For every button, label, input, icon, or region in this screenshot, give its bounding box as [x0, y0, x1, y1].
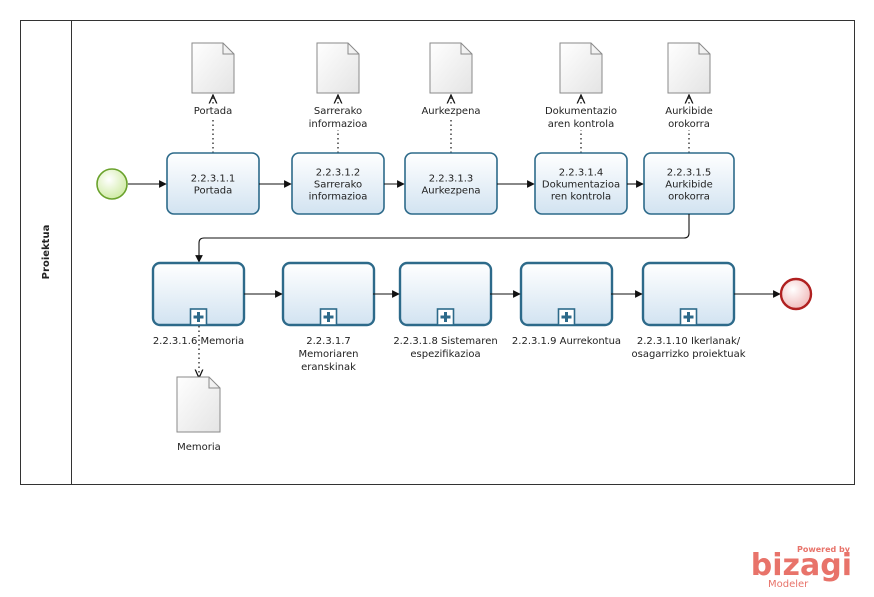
bizagi-logo: Powered by bizagi Modeler — [751, 545, 852, 590]
pool: Proiektua — [20, 20, 855, 485]
document-label: Aurkibide — [665, 106, 713, 117]
document-label: Portada — [194, 106, 232, 117]
label-background — [411, 104, 491, 117]
label-background — [298, 104, 378, 117]
expand-marker-icon[interactable] — [189, 308, 208, 326]
document-shape — [191, 42, 235, 94]
sequence-flows-top — [128, 180, 690, 263]
expand-marker-icon[interactable] — [436, 308, 455, 326]
document-fold — [347, 43, 359, 55]
task-label: Sarrerako — [314, 180, 362, 191]
document-label: Sarrerako — [314, 106, 362, 117]
document-label: Aurkezpena — [421, 106, 480, 117]
task-label: Dokumentazioa — [542, 180, 620, 191]
label-background — [173, 104, 253, 117]
subprocess-label: Memoriaren — [298, 349, 358, 360]
document-shape — [429, 42, 473, 94]
document-memoria[interactable] — [176, 376, 221, 433]
document-shape — [316, 42, 360, 94]
powered-by-text: Powered by — [797, 545, 851, 554]
end-event[interactable] — [779, 277, 813, 311]
expand-marker-icon[interactable] — [319, 308, 338, 326]
document-4[interactable]: Dokumentazio aren kontrola — [541, 42, 621, 153]
task-label: Aurkibide — [665, 180, 713, 191]
brand-product: Modeler — [768, 579, 809, 590]
task-label: ren kontrola — [551, 192, 611, 203]
top-documents: Portada Sarrerako informazioa Aurkezpena Dok… — [173, 42, 729, 153]
task-label: Aurkezpena — [421, 186, 480, 197]
task-label: 2.2.3.1.3 — [429, 174, 474, 185]
label-background — [541, 117, 621, 130]
brand-name: bizagi — [751, 548, 852, 583]
document-fold — [208, 377, 220, 389]
subprocess-label: eranskinak — [301, 362, 356, 373]
flow-task5-to-subprocess1[interactable] — [195, 214, 690, 263]
label-background — [649, 117, 729, 130]
subprocess-label: 2.2.3.1.10 Ikerlanak/ — [637, 336, 741, 347]
task-label: 2.2.3.1.5 — [667, 168, 712, 179]
label-background — [298, 117, 378, 130]
bottom-document-group: Memoria — [176, 326, 221, 453]
task-label: orokorra — [668, 192, 710, 203]
document-fold — [460, 43, 472, 55]
task-label: Portada — [194, 186, 232, 197]
document-shape — [559, 42, 603, 94]
document-label: Dokumentazio — [545, 106, 617, 117]
document-fold — [698, 43, 710, 55]
expand-marker-icon[interactable] — [679, 308, 698, 326]
document-memoria-label: Memoria — [177, 442, 221, 453]
subprocess-3[interactable]: 2.2.3.1.8 Sistemaren espezifikazioa — [393, 261, 498, 360]
document-3[interactable]: Aurkezpena — [411, 42, 491, 153]
subprocess-label: 2.2.3.1.7 — [306, 336, 351, 347]
subprocess-label: espezifikazioa — [410, 349, 480, 360]
label-background — [649, 104, 729, 117]
subprocess-5[interactable]: 2.2.3.1.10 Ikerlanak/osagarrizko proiekt… — [632, 261, 746, 360]
document-label: aren kontrola — [548, 119, 614, 130]
pool-label: Proiektua — [41, 225, 52, 280]
subprocess-label: 2.2.3.1.8 Sistemaren — [393, 336, 497, 347]
document-label: informazioa — [309, 119, 368, 130]
document-2[interactable]: Sarrerako informazioa — [298, 42, 378, 153]
document-shape — [667, 42, 711, 94]
task-label: 2.2.3.1.2 — [316, 168, 361, 179]
expand-marker-icon[interactable] — [557, 308, 576, 326]
subprocess-label: 2.2.3.1.6 Memoria — [153, 336, 244, 347]
task-label: 2.2.3.1.1 — [191, 174, 236, 185]
label-background — [541, 104, 621, 117]
document-1[interactable]: Portada — [173, 42, 253, 153]
document-fold — [590, 43, 602, 55]
subprocess-label: 2.2.3.1.9 Aurrekontua — [512, 336, 621, 347]
task-label: informazioa — [309, 192, 368, 203]
task-label: 2.2.3.1.4 — [559, 168, 604, 179]
document-label: orokorra — [668, 119, 710, 130]
document-fold — [222, 43, 234, 55]
document-5[interactable]: Aurkibide orokorra — [649, 42, 729, 153]
subprocess-4[interactable]: 2.2.3.1.9 Aurrekontua — [512, 261, 621, 347]
start-event[interactable] — [96, 168, 128, 200]
subprocess-label: osagarrizko proiektuak — [632, 349, 746, 360]
